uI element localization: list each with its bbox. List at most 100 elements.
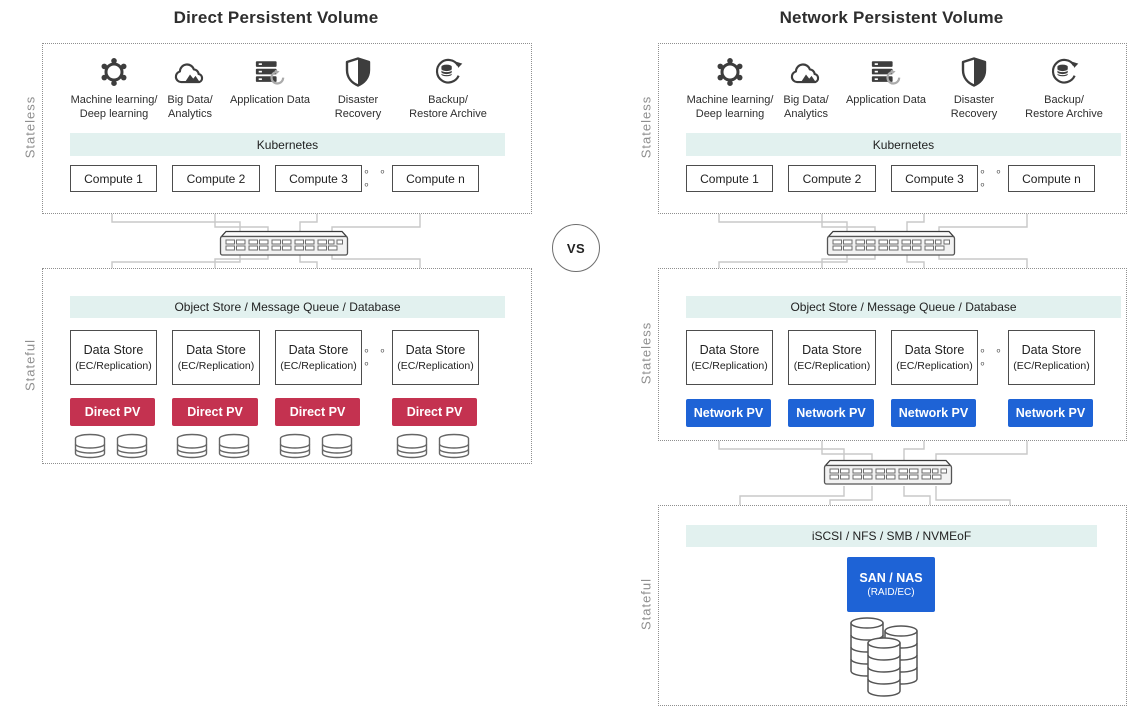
data-store-subtitle: (EC/Replication) xyxy=(793,359,871,372)
data-store-node: Data Store (EC/Replication) xyxy=(70,330,157,385)
workload-label-line1: Backup/ xyxy=(1044,94,1084,106)
workload-backup-restore: Backup/ Restore Archive xyxy=(396,55,500,122)
protocol-banner: iSCSI / NFS / SMB / NVMEoF xyxy=(686,525,1097,547)
data-store-title: Data Store xyxy=(288,343,349,358)
left-stateless-zone-label: Stateless xyxy=(22,95,38,159)
workload-label-line1: Disaster xyxy=(953,94,995,106)
object-store-banner: Object Store / Message Queue / Database xyxy=(686,296,1121,318)
network-pv-badge: Network PV xyxy=(788,399,874,427)
application-data-icon xyxy=(254,55,286,87)
data-store-title: Data Store xyxy=(83,343,144,358)
kubernetes-banner: Kubernetes xyxy=(70,133,505,156)
disk-pair-icon xyxy=(396,433,470,459)
compute-node: Compute 3 xyxy=(891,165,978,192)
data-store-subtitle: (EC/Replication) xyxy=(280,359,357,372)
data-store-node: Data Store (EC/Replication) xyxy=(788,330,876,385)
machine-learning-icon xyxy=(715,55,745,87)
workload-machine-learning: Machine learning/ Deep learning xyxy=(674,55,786,122)
network-switch-icon xyxy=(826,230,956,256)
right-middle-stateless-zone-label: Stateless xyxy=(638,321,654,385)
big-data-icon xyxy=(173,55,207,87)
workload-big-data: Big Data/ Analytics xyxy=(768,55,844,122)
disaster-recovery-icon xyxy=(345,55,371,87)
data-store-node: Data Store (EC/Replication) xyxy=(1008,330,1095,385)
workload-backup-restore: Backup/ Restore Archive xyxy=(1012,55,1116,122)
data-store-node: Data Store (EC/Replication) xyxy=(891,330,978,385)
left-stateful-zone-label: Stateful xyxy=(22,338,38,392)
ellipsis: ∘ ∘ ∘ xyxy=(363,165,389,191)
workload-label-line1: Application Data xyxy=(229,94,311,106)
san-nas-subtitle: (RAID/EC) xyxy=(867,587,915,598)
workload-label-line1: Big Data/ xyxy=(783,94,829,106)
data-store-node: Data Store (EC/Replication) xyxy=(686,330,773,385)
data-store-subtitle: (EC/Replication) xyxy=(691,359,768,372)
compute-node: Compute n xyxy=(1008,165,1095,192)
data-store-subtitle: (EC/Replication) xyxy=(896,359,973,372)
disk-pair-icon xyxy=(279,433,353,459)
direct-pv-badge: Direct PV xyxy=(392,398,477,426)
data-store-title: Data Store xyxy=(699,343,760,358)
network-pv-badge: Network PV xyxy=(686,399,771,427)
kubernetes-banner: Kubernetes xyxy=(686,133,1121,156)
data-store-subtitle: (EC/Replication) xyxy=(397,359,474,372)
disaster-recovery-icon xyxy=(961,55,987,87)
vs-badge: VS xyxy=(552,224,600,272)
compute-node: Compute 2 xyxy=(788,165,876,192)
workload-label-line1: Machine learning/ xyxy=(70,94,158,106)
data-store-title: Data Store xyxy=(802,343,862,358)
workload-application-data: Application Data xyxy=(831,55,941,107)
data-store-title: Data Store xyxy=(1021,343,1082,358)
compute-node: Compute 1 xyxy=(686,165,773,192)
compute-node: Compute n xyxy=(392,165,479,192)
workload-label-line1: Machine learning/ xyxy=(686,94,774,106)
storage-disk-stack-icon xyxy=(850,617,918,697)
right-stateful-zone-label: Stateful xyxy=(638,577,654,631)
direct-pv-badge: Direct PV xyxy=(70,398,155,426)
workload-label-line1: Big Data/ xyxy=(167,94,213,106)
data-store-subtitle: (EC/Replication) xyxy=(177,359,255,372)
backup-restore-icon xyxy=(1048,55,1080,87)
workload-label-line2: Analytics xyxy=(167,108,213,121)
data-store-node: Data Store (EC/Replication) xyxy=(275,330,362,385)
san-nas-node: SAN / NAS (RAID/EC) xyxy=(847,557,935,612)
data-store-title: Data Store xyxy=(405,343,466,358)
workload-label-line2: Recovery xyxy=(950,108,998,121)
network-pv-badge: Network PV xyxy=(1008,399,1093,427)
machine-learning-icon xyxy=(99,55,129,87)
data-store-subtitle: (EC/Replication) xyxy=(75,359,152,372)
workload-label-line2: Analytics xyxy=(783,108,829,121)
network-switch-icon xyxy=(219,230,349,256)
workload-label-line2: Restore Archive xyxy=(1025,108,1103,121)
workload-disaster-recovery: Disaster Recovery xyxy=(942,55,1006,122)
object-store-banner: Object Store / Message Queue / Database xyxy=(70,296,505,318)
san-nas-title: SAN / NAS xyxy=(859,571,923,585)
compute-node: Compute 2 xyxy=(172,165,260,192)
data-store-title: Data Store xyxy=(904,343,965,358)
network-pv-badge: Network PV xyxy=(891,399,976,427)
application-data-icon xyxy=(870,55,902,87)
right-diagram-title: Network Persistent Volume xyxy=(779,8,1004,27)
data-store-node: Data Store (EC/Replication) xyxy=(172,330,260,385)
compute-node: Compute 1 xyxy=(70,165,157,192)
data-store-title: Data Store xyxy=(186,343,246,358)
data-store-node: Data Store (EC/Replication) xyxy=(392,330,479,385)
big-data-icon xyxy=(789,55,823,87)
workload-label-line2: Deep learning xyxy=(695,108,765,121)
network-switch-icon xyxy=(823,459,953,485)
compute-node: Compute 3 xyxy=(275,165,362,192)
ellipsis: ∘ ∘ ∘ xyxy=(979,344,1005,370)
right-stateless-zone-label: Stateless xyxy=(638,95,654,159)
workload-label-line2: Deep learning xyxy=(79,108,149,121)
left-diagram-title: Direct Persistent Volume xyxy=(173,8,379,27)
workload-big-data: Big Data/ Analytics xyxy=(152,55,228,122)
workload-label-line2: Restore Archive xyxy=(409,108,487,121)
workload-machine-learning: Machine learning/ Deep learning xyxy=(58,55,170,122)
workload-label-line1: Application Data xyxy=(845,94,927,106)
workload-label-line1: Disaster xyxy=(337,94,379,106)
disk-pair-icon xyxy=(176,433,250,459)
workload-label-line2: Recovery xyxy=(334,108,382,121)
direct-pv-badge: Direct PV xyxy=(172,398,258,426)
disk-pair-icon xyxy=(74,433,148,459)
workload-application-data: Application Data xyxy=(215,55,325,107)
